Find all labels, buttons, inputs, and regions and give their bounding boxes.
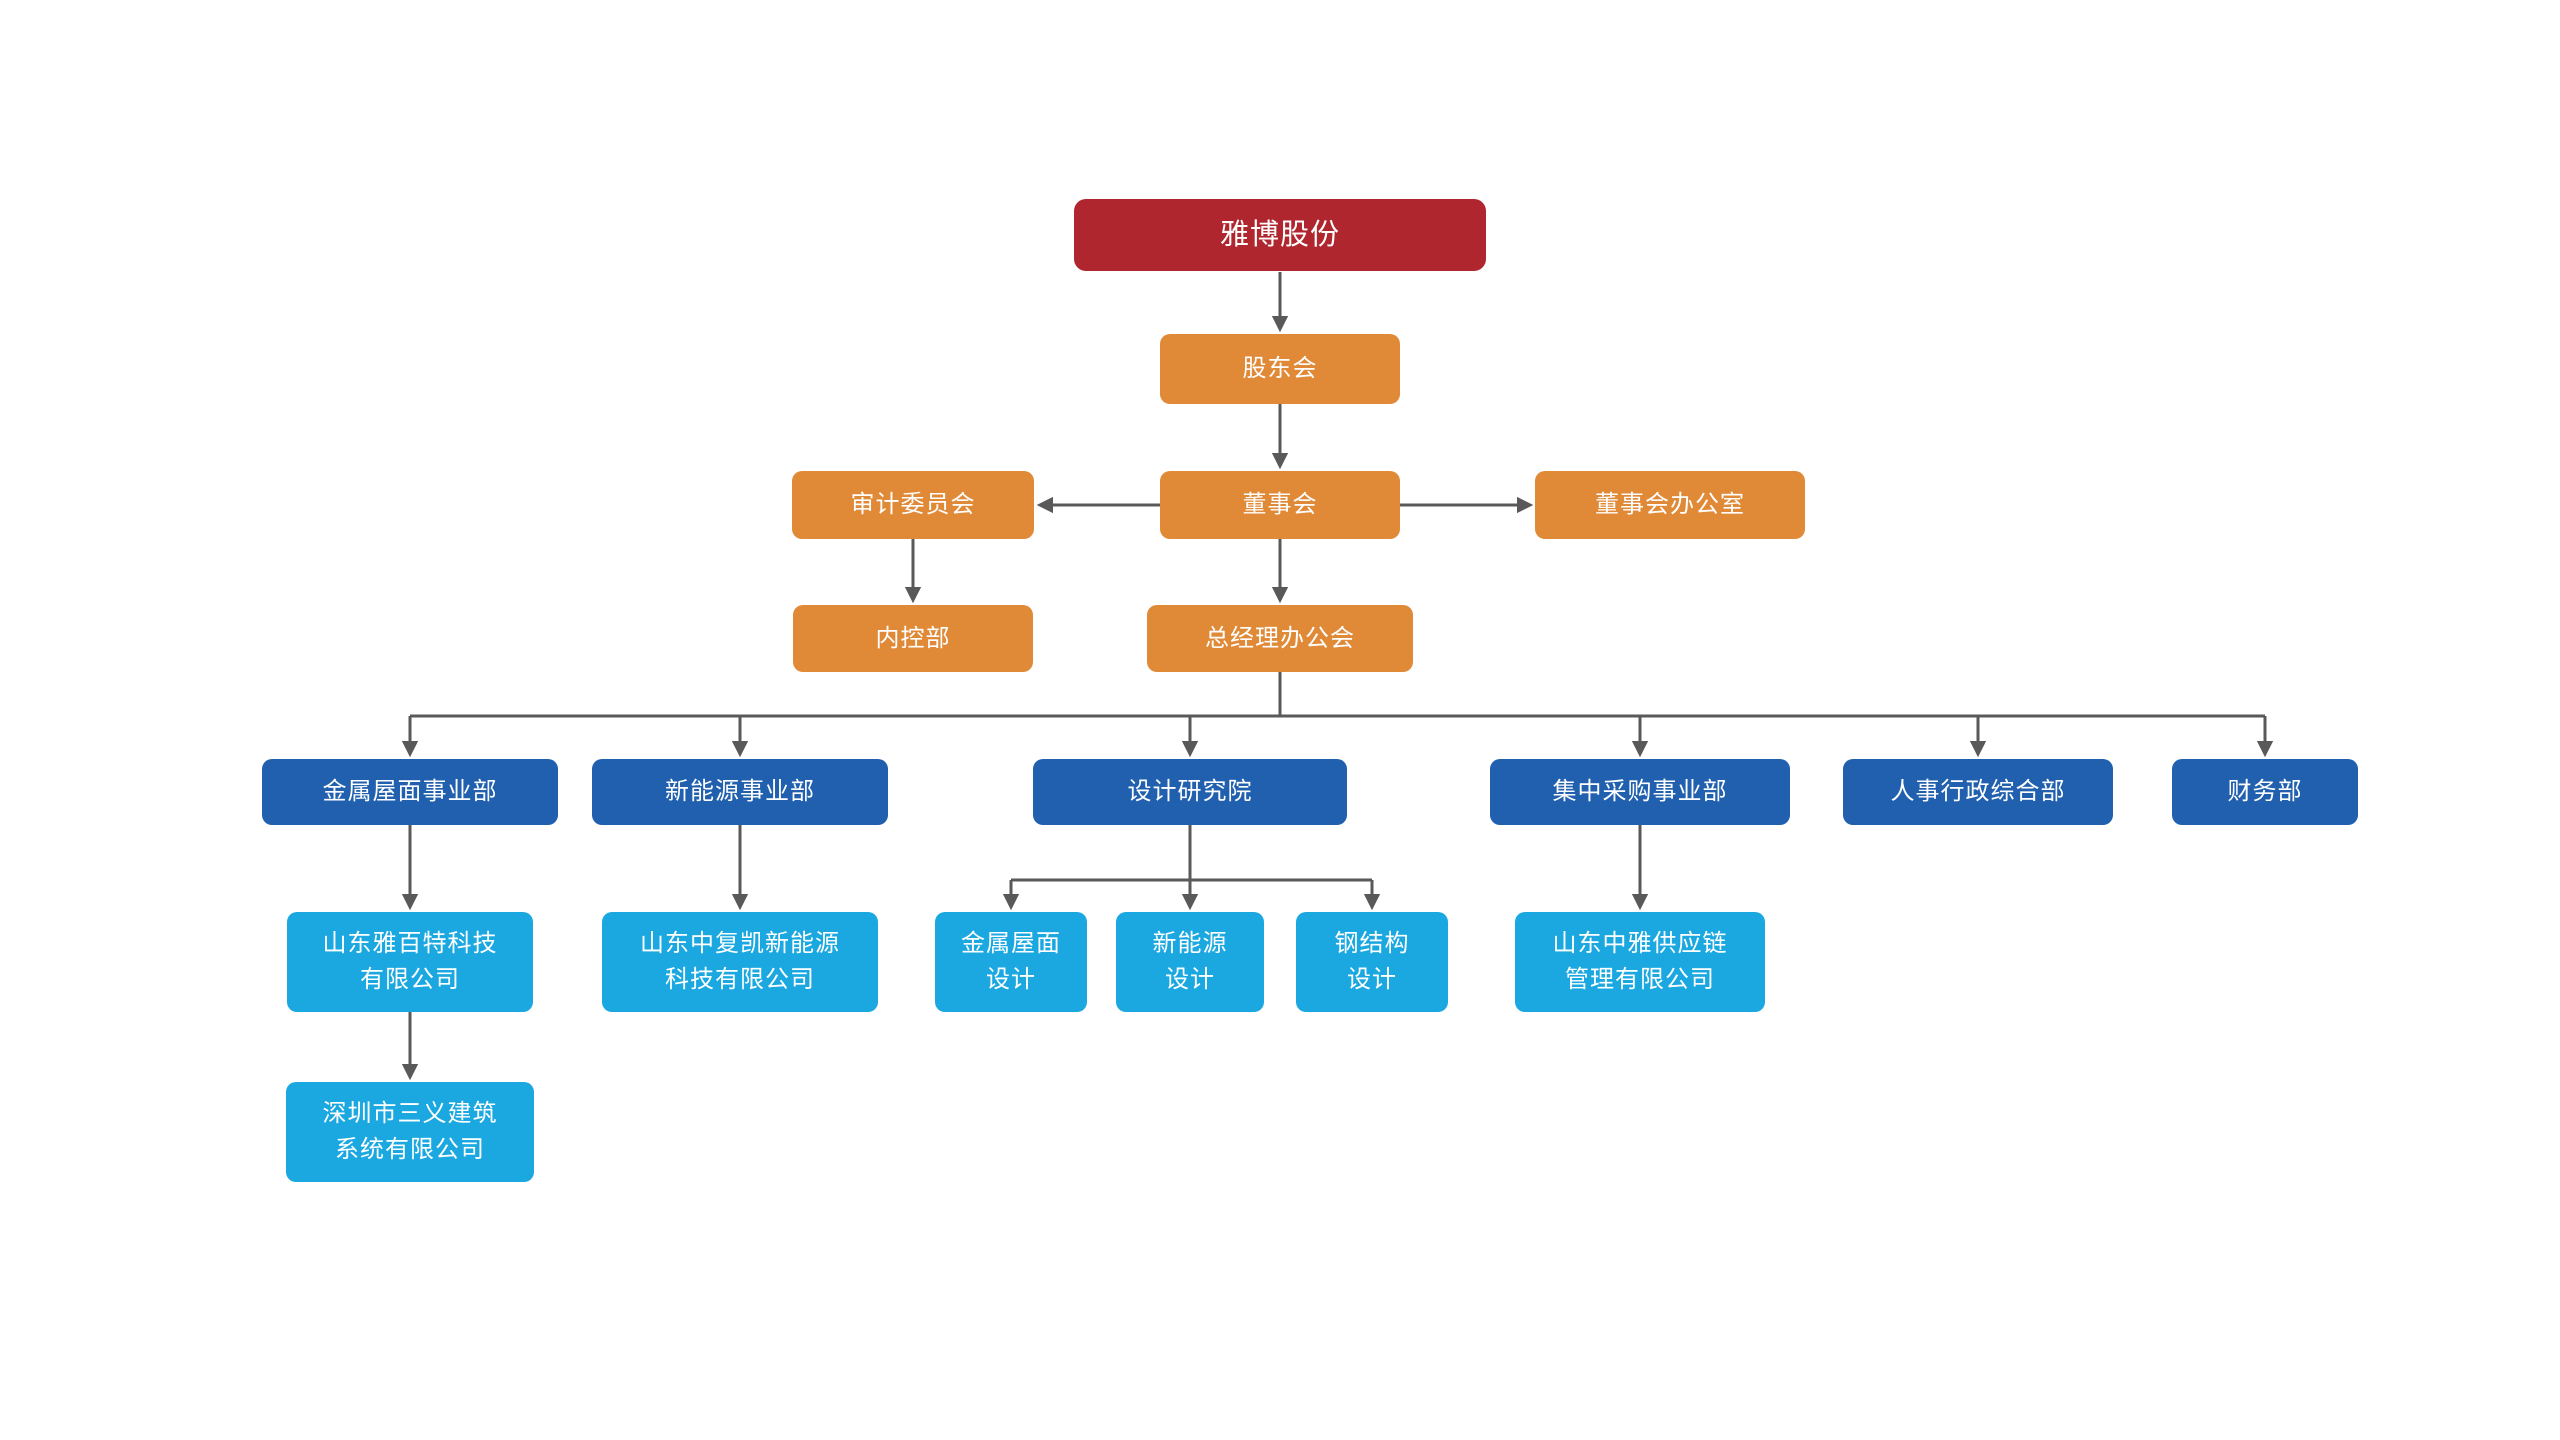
node-yabaite-company: 山东雅百特科技 有限公司 — [287, 912, 533, 1012]
node-new-energy-division: 新能源事业部 — [592, 759, 888, 825]
node-audit-committee: 审计委员会 — [792, 471, 1034, 539]
node-shareholders-meeting: 股东会 — [1160, 334, 1400, 404]
node-metal-roof-division: 金属屋面事业部 — [262, 759, 558, 825]
node-procurement-division: 集中采购事业部 — [1490, 759, 1790, 825]
node-new-energy-design: 新能源 设计 — [1116, 912, 1264, 1012]
node-board-office: 董事会办公室 — [1535, 471, 1805, 539]
node-gm-office-meeting: 总经理办公会 — [1147, 605, 1413, 672]
node-board-of-directors: 董事会 — [1160, 471, 1400, 539]
node-sanyi-company: 深圳市三义建筑 系统有限公司 — [286, 1082, 534, 1182]
node-design-institute: 设计研究院 — [1033, 759, 1347, 825]
node-finance-dept: 财务部 — [2172, 759, 2358, 825]
node-steel-structure-design: 钢结构 设计 — [1296, 912, 1448, 1012]
node-hr-admin-dept: 人事行政综合部 — [1843, 759, 2113, 825]
node-metal-roof-design: 金属屋面 设计 — [935, 912, 1087, 1012]
node-zhongya-company: 山东中雅供应链 管理有限公司 — [1515, 912, 1765, 1012]
node-root-company: 雅博股份 — [1074, 199, 1486, 271]
node-zhongfukai-company: 山东中复凯新能源 科技有限公司 — [602, 912, 878, 1012]
node-internal-control-dept: 内控部 — [793, 605, 1033, 672]
